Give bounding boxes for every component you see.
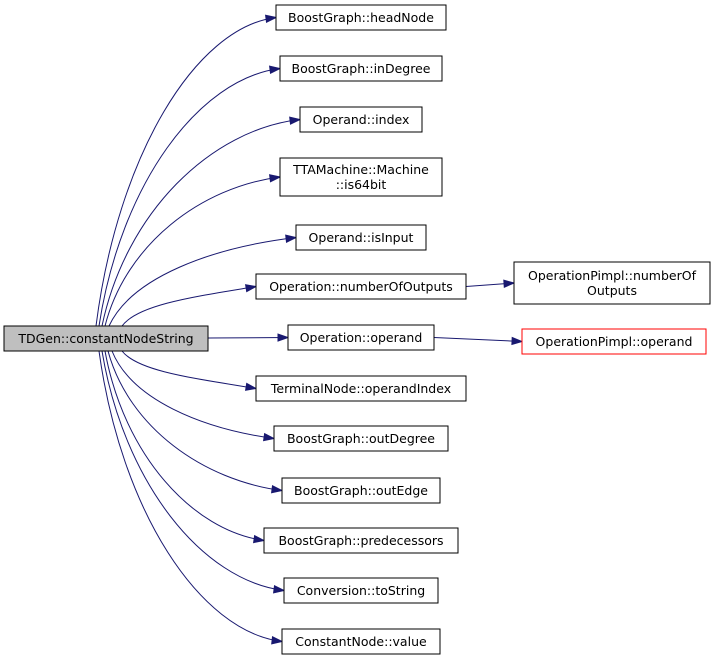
node-predecessors[interactable]: BoostGraph::predecessors [263, 527, 459, 554]
edge-root-to-outEdge [107, 350, 284, 494]
edge-root-to-outDegree [111, 350, 276, 442]
edge-root-to-numberOfOutputs [121, 284, 258, 327]
node-toString[interactable]: Conversion::toString [283, 577, 439, 604]
node-outEdge-label-0: BoostGraph::outEdge [294, 483, 428, 498]
edge-root-to-isInput [108, 234, 298, 327]
edge-root-to-is64bit [104, 174, 282, 327]
node-operandIndex-label-0: TerminalNode::operandIndex [270, 381, 451, 396]
node-operation-operand-label-0: Operation::operand [300, 330, 423, 345]
root-node-label: TDGen::constantNodeString [17, 331, 193, 346]
node-operandIndex[interactable]: TerminalNode::operandIndex [255, 375, 467, 402]
node-pimpl-operand-label-0: OperationPimpl::operand [536, 334, 693, 349]
root-node[interactable]: TDGen::constantNodeString [3, 325, 209, 352]
node-numberOfOutputs-label-0: Operation::numberOfOutputs [269, 279, 453, 294]
node-operation-operand[interactable]: Operation::operand [287, 324, 435, 351]
node-headNode[interactable]: BoostGraph::headNode [275, 4, 447, 31]
node-outEdge[interactable]: BoostGraph::outEdge [281, 477, 441, 504]
node-is64bit-label-1: ::is64bit [336, 177, 387, 192]
node-numberOfOutputs[interactable]: Operation::numberOfOutputs [255, 273, 467, 300]
node-is64bit-label-0: TTAMachine::Machine [292, 162, 429, 177]
node-headNode-label-0: BoostGraph::headNode [288, 10, 434, 25]
edge-root-to-index [101, 116, 302, 327]
edge-operand-to-pimpl [433, 336, 524, 346]
node-pimpl-numberOfOutputs-label-0: OperationPimpl::numberOf [528, 268, 697, 283]
edge-root-to-value [98, 350, 284, 645]
node-isInput-label-0: Operand::isInput [309, 230, 414, 245]
edges [95, 14, 524, 645]
node-pimpl-numberOfOutputs[interactable]: OperationPimpl::numberOfOutputs [513, 261, 711, 305]
edge-root-to-operandIndex [121, 350, 258, 391]
node-is64bit[interactable]: TTAMachine::Machine::is64bit [279, 157, 443, 197]
node-outDegree-label-0: BoostGraph::outDegree [287, 431, 435, 446]
node-inDegree-label-0: BoostGraph::inDegree [292, 61, 431, 76]
edge-root-to-predecessors [104, 350, 266, 544]
node-predecessors-label-0: BoostGraph::predecessors [278, 533, 443, 548]
edge-root-to-operation-operand [207, 333, 290, 342]
node-value-label-0: ConstantNode::value [295, 634, 427, 649]
node-pimpl-numberOfOutputs-label-1: Outputs [587, 283, 637, 298]
node-inDegree[interactable]: BoostGraph::inDegree [279, 55, 443, 82]
edge-root-to-inDegree [98, 65, 282, 327]
node-index-label-0: Operand::index [313, 112, 410, 127]
node-pimpl-operand[interactable]: OperationPimpl::operand [521, 328, 707, 355]
edge-root-to-headNode [95, 14, 278, 327]
node-toString-label-0: Conversion::toString [297, 583, 425, 598]
nodes: TDGen::constantNodeString BoostGraph::he… [3, 4, 711, 655]
node-index[interactable]: Operand::index [299, 106, 423, 133]
edge-numberOfOutputs-to-pimpl [465, 279, 516, 288]
node-value[interactable]: ConstantNode::value [281, 628, 441, 655]
edge-root-to-toString [101, 350, 286, 594]
node-outDegree[interactable]: BoostGraph::outDegree [273, 425, 449, 452]
node-isInput[interactable]: Operand::isInput [295, 224, 427, 251]
